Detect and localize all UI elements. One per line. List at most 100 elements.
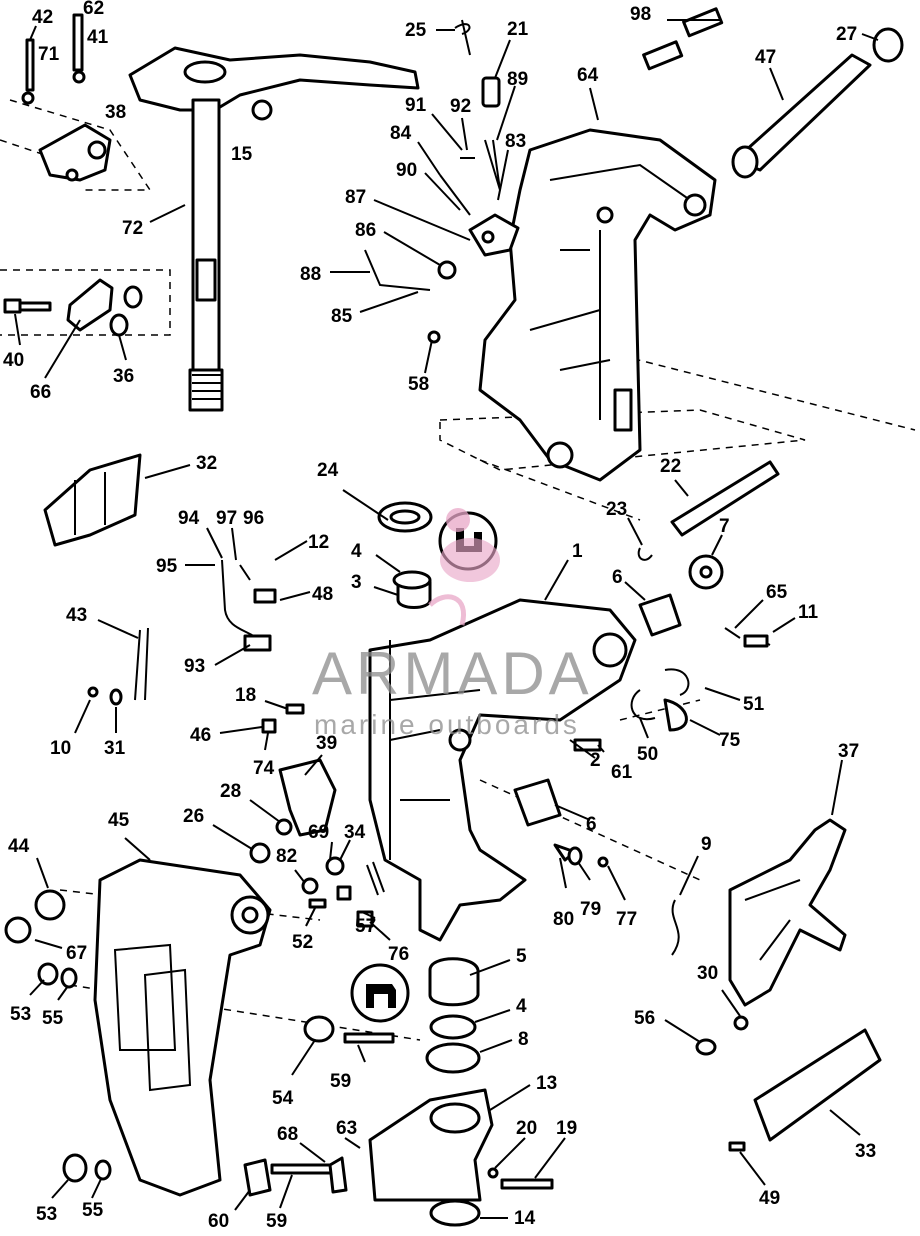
- callout-65: 65: [766, 582, 788, 603]
- callout-14: 14: [514, 1208, 536, 1229]
- callout-11: 11: [798, 602, 819, 623]
- callout-24: 24: [317, 460, 339, 481]
- callout-71: 71: [38, 44, 60, 65]
- callout-91: 91: [405, 95, 427, 116]
- callout-39: 39: [316, 733, 337, 754]
- callout-51: 51: [743, 694, 765, 715]
- armada-watermark: ARMADA marine outboards: [312, 508, 593, 740]
- callout-80: 80: [553, 909, 574, 930]
- callout-84: 84: [390, 123, 412, 144]
- callout-25: 25: [405, 20, 427, 41]
- callout-6: 6: [612, 567, 623, 588]
- callout-59: 59: [330, 1071, 351, 1092]
- callout-76: 76: [388, 944, 409, 965]
- callout-97: 97: [216, 508, 237, 529]
- callout-55b: 55: [82, 1200, 104, 1221]
- callout-48: 48: [312, 584, 333, 605]
- callout-59b: 59: [266, 1211, 287, 1232]
- callout-labels: 42 62 41 71 38 15 72 40 66 36 25 21 89 9…: [3, 0, 879, 1232]
- callout-85: 85: [331, 306, 353, 327]
- callout-57: 57: [355, 916, 376, 937]
- callout-74: 74: [253, 758, 275, 779]
- callout-6b: 6: [586, 814, 597, 835]
- callout-87: 87: [345, 187, 366, 208]
- callout-9: 9: [701, 834, 712, 855]
- watermark-tagline: marine outboards: [314, 709, 580, 740]
- tilt-hardware: [637, 7, 904, 590]
- seal-compound-icon: [350, 963, 410, 1023]
- callout-1: 1: [572, 541, 583, 562]
- callout-41: 41: [87, 27, 109, 48]
- callout-90: 90: [396, 160, 417, 181]
- callout-92: 92: [450, 96, 471, 117]
- lower-mount: [270, 957, 554, 1227]
- callout-4: 4: [351, 541, 362, 562]
- callout-46: 46: [190, 725, 211, 746]
- callout-94: 94: [178, 508, 200, 529]
- callout-34: 34: [344, 822, 366, 843]
- callout-21: 21: [507, 19, 529, 40]
- callout-77: 77: [616, 909, 637, 930]
- callout-79: 79: [580, 899, 601, 920]
- callout-13: 13: [536, 1073, 557, 1094]
- callout-43: 43: [66, 605, 87, 626]
- callout-15: 15: [231, 144, 253, 165]
- callout-63: 63: [336, 1118, 357, 1139]
- callout-60: 60: [208, 1211, 229, 1232]
- callout-31: 31: [104, 738, 126, 759]
- swivel-bracket: [368, 501, 771, 942]
- callout-45: 45: [108, 810, 130, 831]
- callout-52: 52: [292, 932, 313, 953]
- callout-8: 8: [518, 1029, 529, 1050]
- callout-4b: 4: [516, 996, 527, 1017]
- callout-55: 55: [42, 1008, 64, 1029]
- callout-82: 82: [276, 846, 297, 867]
- callout-44: 44: [8, 836, 30, 857]
- callout-37: 37: [838, 741, 859, 762]
- callout-72: 72: [122, 218, 143, 239]
- cover-and-wiring: [43, 453, 277, 706]
- callout-19: 19: [556, 1118, 577, 1139]
- callout-3: 3: [351, 572, 362, 593]
- callout-89: 89: [507, 69, 528, 90]
- callout-61: 61: [611, 762, 633, 783]
- callout-12: 12: [308, 532, 329, 553]
- callout-56: 56: [634, 1008, 655, 1029]
- stern-bracket: [364, 19, 717, 482]
- callout-66: 66: [30, 382, 51, 403]
- callout-62: 62: [83, 0, 104, 19]
- callout-64: 64: [577, 65, 599, 86]
- callout-2: 2: [590, 750, 601, 771]
- watermark-brand: ARMADA: [312, 640, 593, 707]
- callout-18: 18: [235, 685, 256, 706]
- callout-7: 7: [719, 516, 730, 537]
- callout-96: 96: [243, 508, 264, 529]
- callout-42: 42: [32, 7, 53, 28]
- callout-38: 38: [105, 102, 126, 123]
- callout-88: 88: [300, 264, 321, 285]
- callout-98: 98: [630, 4, 651, 25]
- callout-26: 26: [183, 806, 204, 827]
- steering-bracket-assembly: [3, 13, 420, 412]
- callout-32: 32: [196, 453, 217, 474]
- callout-68: 68: [277, 1124, 298, 1145]
- callout-69: 69: [308, 822, 329, 843]
- callout-93: 93: [184, 656, 205, 677]
- callout-23: 23: [606, 499, 627, 520]
- callout-53b: 53: [36, 1204, 57, 1225]
- callout-83: 83: [505, 131, 526, 152]
- callout-50: 50: [637, 744, 658, 765]
- callout-33: 33: [855, 1141, 876, 1162]
- callout-75: 75: [719, 730, 741, 751]
- callout-10: 10: [50, 738, 71, 759]
- callout-27: 27: [836, 24, 857, 45]
- callout-30: 30: [697, 963, 718, 984]
- callout-36: 36: [113, 366, 134, 387]
- thrust-and-tilt-levers: [671, 818, 882, 1152]
- callout-58: 58: [408, 374, 429, 395]
- callout-20: 20: [516, 1118, 537, 1139]
- callout-47: 47: [755, 47, 776, 68]
- callout-22: 22: [660, 456, 681, 477]
